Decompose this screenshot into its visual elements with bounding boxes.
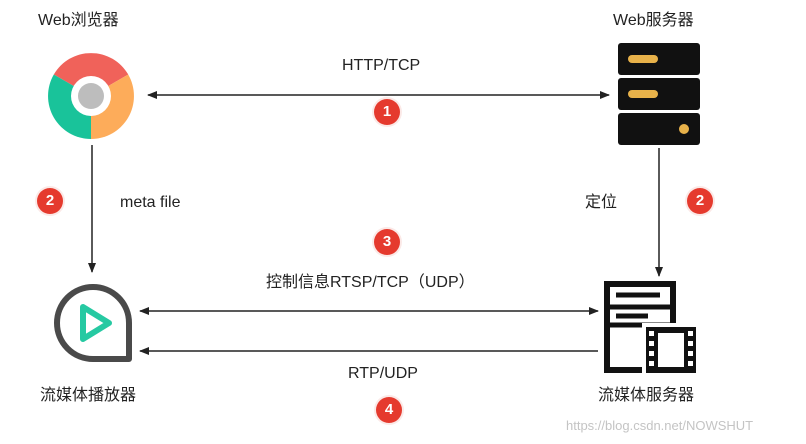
- watermark: https://blog.csdn.net/NOWSHUT: [566, 418, 754, 433]
- media-server-icon: [604, 281, 698, 375]
- step-badge-4: 4: [376, 397, 402, 423]
- rtsp-label: 控制信息RTSP/TCP（UDP）: [266, 274, 475, 291]
- http-label: HTTP/TCP: [342, 57, 421, 74]
- server-rack-icon: [618, 43, 700, 145]
- step-badge-1: 1: [374, 99, 400, 125]
- rtp-label: RTP/UDP: [348, 365, 418, 382]
- player-label: 流媒体播放器: [40, 387, 137, 404]
- step-badge-2-right: 2: [687, 188, 713, 214]
- web-server-label: Web服务器: [613, 12, 694, 29]
- step-badge-3: 3: [374, 229, 400, 255]
- stream-server-label: 流媒体服务器: [598, 387, 695, 404]
- meta-file-label: meta file: [120, 194, 181, 211]
- locate-label: 定位: [585, 194, 618, 211]
- play-icon: [54, 284, 132, 362]
- step-badge-2-left: 2: [37, 188, 63, 214]
- chrome-icon: [48, 53, 134, 139]
- browser-label: Web浏览器: [38, 12, 119, 29]
